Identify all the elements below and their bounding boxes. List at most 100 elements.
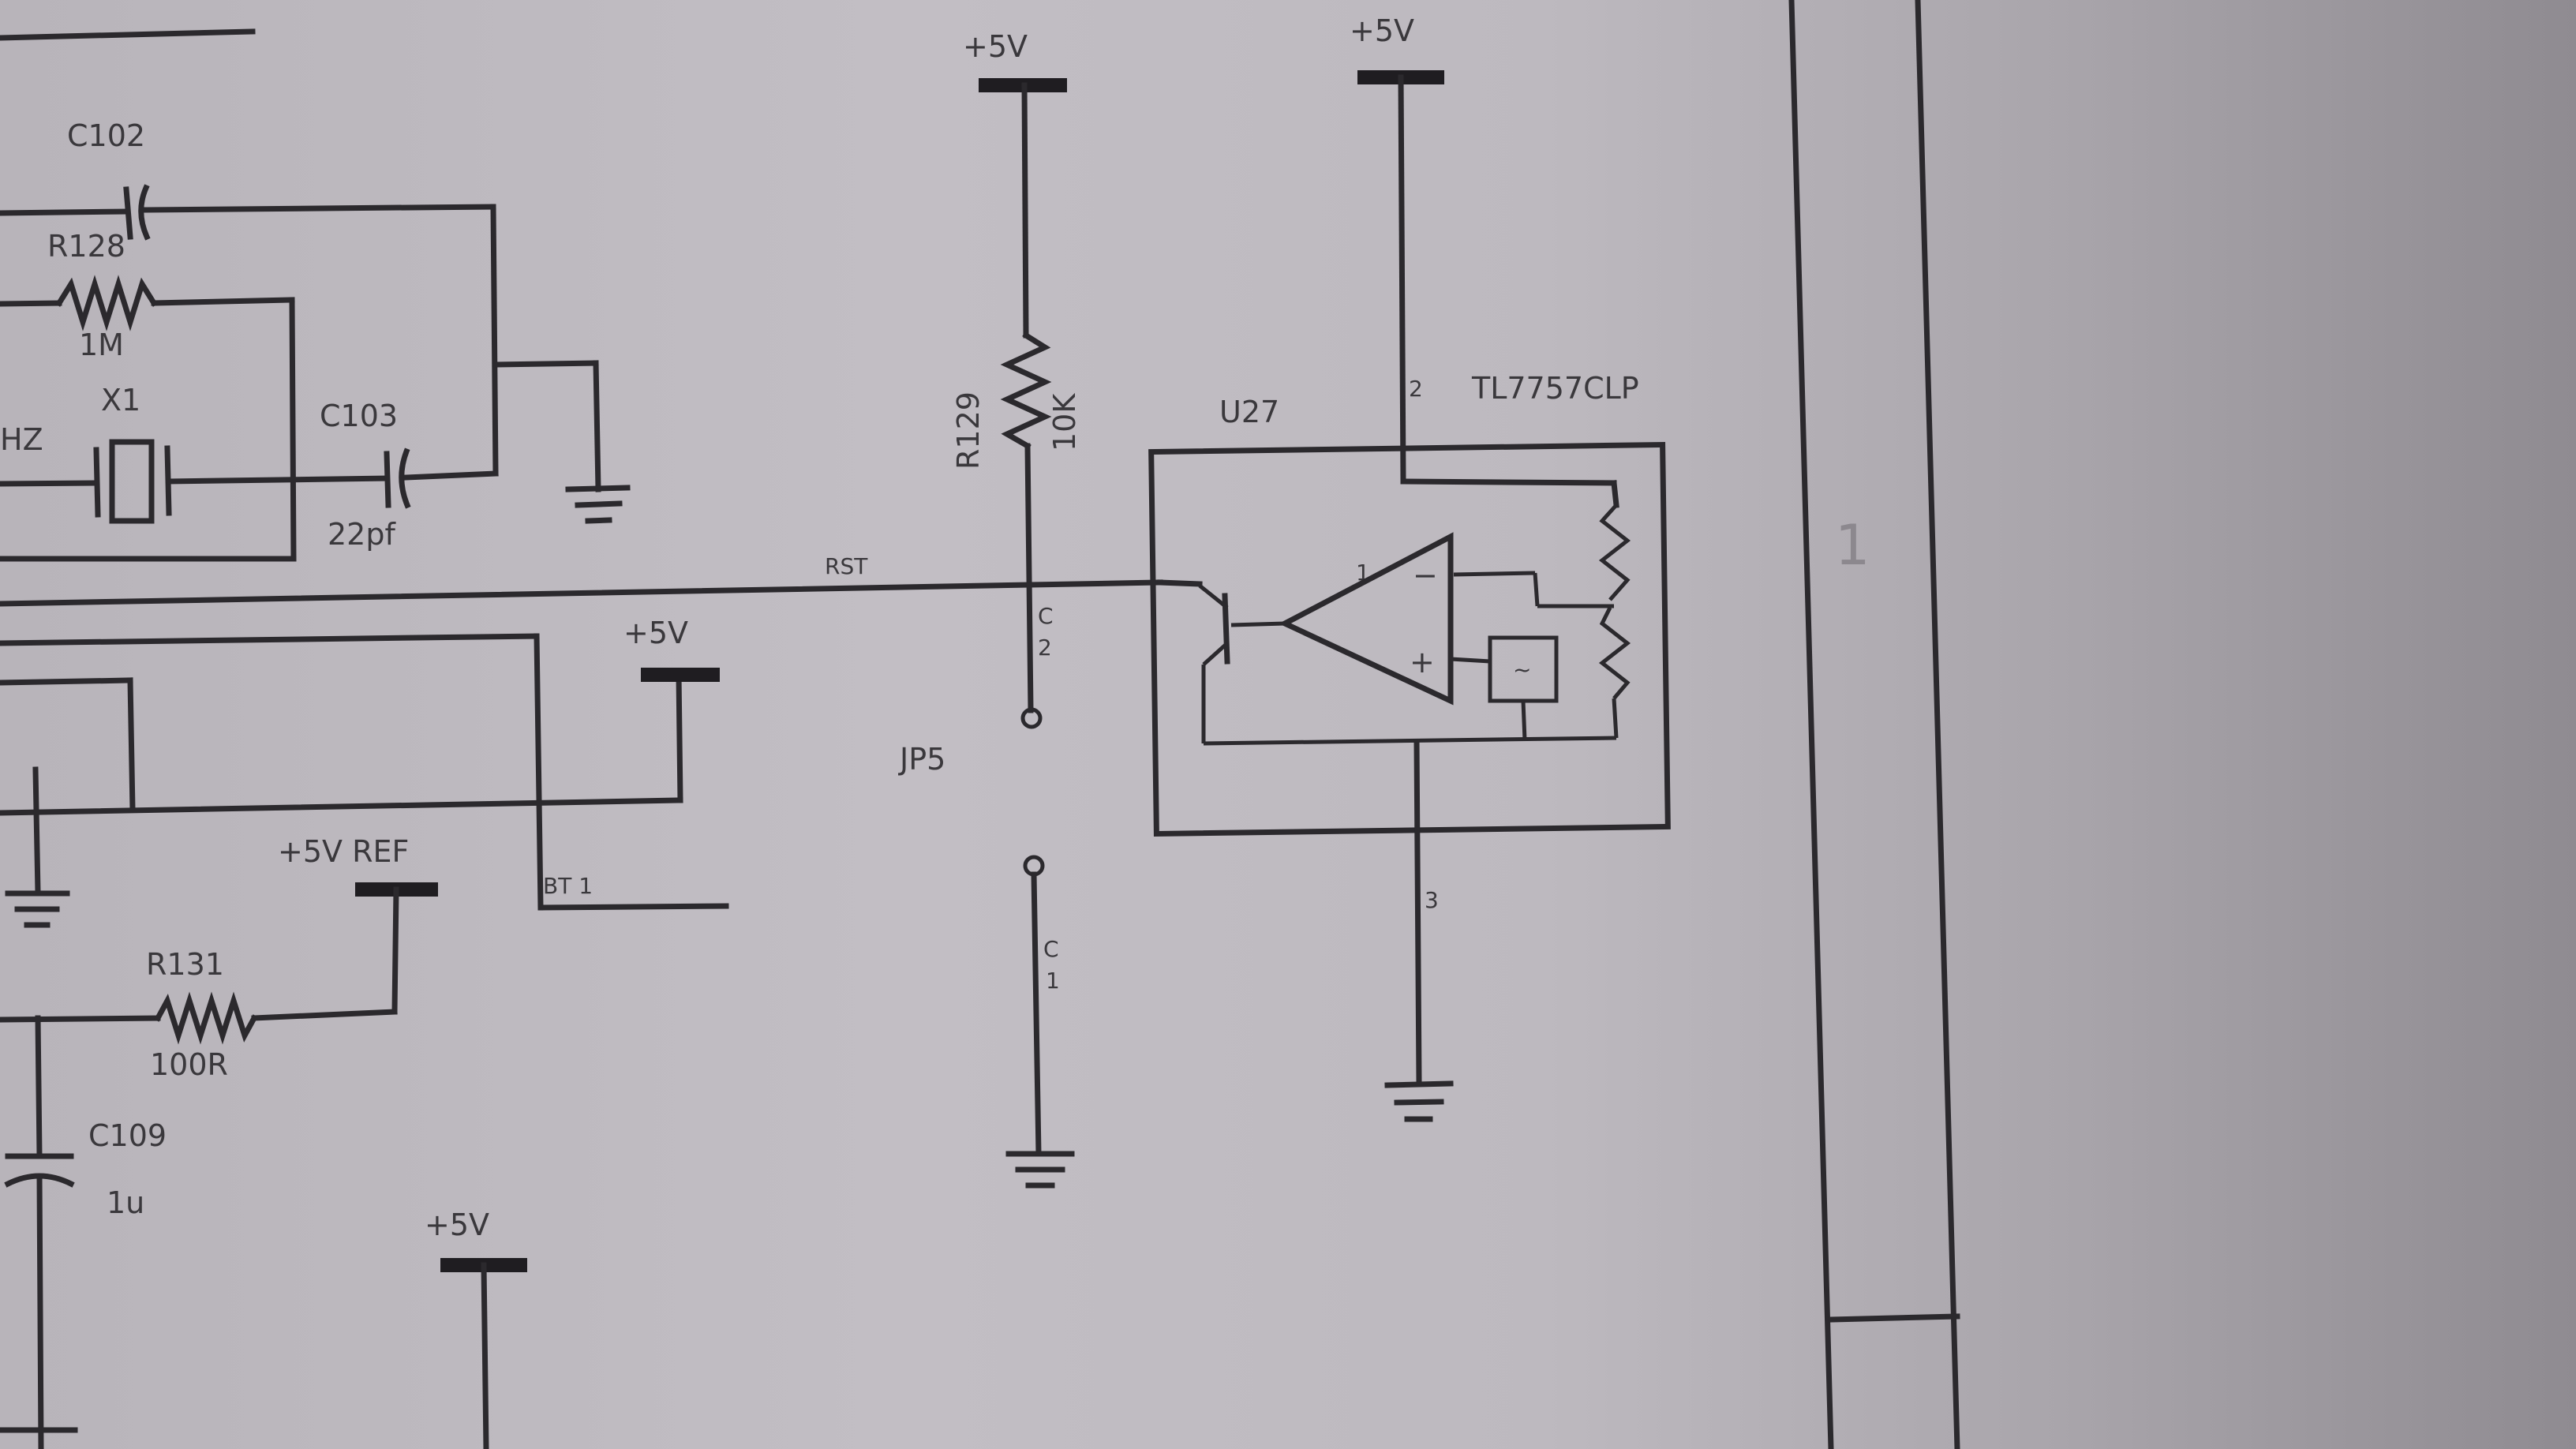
c102-plate-a xyxy=(123,186,133,240)
r129-label: R129 xyxy=(951,391,986,470)
jp5-pin-top-circle xyxy=(1020,707,1043,729)
u27-part-label: TL7757CLP xyxy=(1471,371,1639,406)
r131-right-wire xyxy=(251,1009,398,1021)
r131-left-wire xyxy=(0,1015,161,1023)
c102-right-wire xyxy=(143,204,496,213)
r128-right-wire xyxy=(151,297,295,306)
border-line-horizontal xyxy=(1828,1313,1960,1323)
u27-comp-minus: − xyxy=(1413,558,1438,593)
c103-plate-b xyxy=(399,447,411,509)
r128-left-wire xyxy=(0,300,62,307)
r129-bottom-wire xyxy=(1024,443,1034,713)
u27-internal-gnd-rail xyxy=(1203,736,1617,746)
jp5-pin-c-upper: C xyxy=(1038,603,1054,629)
u27-transistor-emitter xyxy=(1202,642,1229,666)
r128-value: 1M xyxy=(79,328,124,362)
bt1-label: BT 1 xyxy=(543,873,593,899)
u27-gnd-wire xyxy=(1413,739,1422,1084)
jp5-pin-c-lower: C xyxy=(1043,936,1059,962)
jp5-label: JP5 xyxy=(898,742,945,777)
u27-internal-vcc xyxy=(1400,478,1617,486)
u27-label: U27 xyxy=(1219,395,1279,429)
plus5v-label-u27: +5V xyxy=(1350,13,1414,48)
ground-symbol-u27-b xyxy=(1394,1099,1444,1106)
supply-return-wire xyxy=(0,797,683,816)
c102-label: C102 xyxy=(67,118,145,153)
u27-pin1-wire xyxy=(1157,579,1203,587)
u27-ref-to-comp xyxy=(1450,657,1491,664)
r128-drop-wire xyxy=(289,297,297,562)
jp5-pin-2: 2 xyxy=(1038,635,1052,661)
plus5v-label-r129: +5V xyxy=(963,29,1028,64)
u27-tap-wire xyxy=(1533,572,1540,607)
gnd-branch-wire xyxy=(492,360,599,368)
c109-top-wire xyxy=(35,1015,43,1159)
c109-bottom-wire xyxy=(36,1174,44,1449)
c102-plate-b xyxy=(138,184,151,241)
x1-right-wire xyxy=(166,475,390,485)
u27-ref-ground xyxy=(1521,700,1527,741)
top-fragment-wire xyxy=(0,28,256,41)
u27-transistor-collector xyxy=(1198,584,1229,609)
ground-symbol-top-b xyxy=(575,500,623,508)
c109-value: 1u xyxy=(107,1185,144,1220)
r128-resistor xyxy=(55,275,158,331)
jp5-pin-1: 1 xyxy=(1046,968,1060,994)
u27-comp-inv-wire xyxy=(1453,571,1536,577)
u27-divider-r2 xyxy=(1598,606,1631,700)
c103-plate-a xyxy=(384,451,391,508)
ground-symbol-u27-a xyxy=(1384,1080,1454,1088)
c103-value: 22pf xyxy=(328,517,396,552)
x1-label: X1 xyxy=(101,383,140,417)
u27-vcc-wire xyxy=(1398,74,1406,485)
u27-divider-r1 xyxy=(1598,504,1631,601)
rst-net-wire xyxy=(0,579,1163,607)
c109-label: C109 xyxy=(88,1118,167,1153)
r131-resistor xyxy=(154,991,258,1045)
inner-box-right xyxy=(127,677,136,813)
c103-right-wire xyxy=(403,470,499,481)
left-ground-drop xyxy=(32,766,41,895)
x1-crystal-body xyxy=(109,439,155,524)
plus5v-label-bottom: +5V xyxy=(425,1208,489,1242)
border-line-left xyxy=(1788,0,1834,1449)
u27-pin-2: 2 xyxy=(1409,376,1423,402)
r129-value: 10K xyxy=(1047,393,1082,451)
plus5v-ref-label: +5V REF xyxy=(278,834,409,869)
bt1-wire xyxy=(537,903,729,911)
bus-top-wire xyxy=(0,633,540,646)
u27-transistor-base xyxy=(1230,621,1286,627)
sheet-zone-label: 1 xyxy=(1835,513,1870,578)
u27-divider-bottom xyxy=(1612,698,1619,739)
feedback-vertical-wire xyxy=(490,204,499,477)
inner-box-top xyxy=(0,677,133,686)
u27-package-outline xyxy=(1148,441,1671,837)
u27-pin-3: 3 xyxy=(1425,887,1439,913)
x1-left-wire xyxy=(0,480,98,487)
x1-plate-left xyxy=(93,447,101,518)
plus5v-bottom-drop xyxy=(481,1262,489,1449)
r129-resistor xyxy=(1000,331,1052,450)
bus-right-wire xyxy=(534,633,544,911)
x1-freq-fragment: HZ xyxy=(0,422,43,457)
c103-label: C103 xyxy=(320,399,398,433)
r129-top-wire xyxy=(1021,82,1029,339)
ground-symbol-top-c xyxy=(585,517,612,524)
u27-reference-glyph: ~ xyxy=(1513,657,1531,683)
jp5-bottom-wire xyxy=(1031,871,1042,1157)
gnd-branch-drop xyxy=(593,360,601,492)
plus5v-label-mid: +5V xyxy=(623,616,688,650)
u27-divider-top xyxy=(1611,480,1619,508)
c102-left-wire xyxy=(0,208,129,216)
supply-riser xyxy=(676,672,683,803)
border-line-right xyxy=(1915,0,1960,1449)
r131-value: 100R xyxy=(150,1047,228,1082)
ref-riser xyxy=(391,886,399,1015)
r128-label: R128 xyxy=(47,229,125,264)
u27-comp-plus: + xyxy=(1410,645,1435,680)
u27-comparator xyxy=(1279,532,1454,706)
rst-net-label: RST xyxy=(825,553,868,579)
ground-symbol-top-a xyxy=(565,485,631,492)
